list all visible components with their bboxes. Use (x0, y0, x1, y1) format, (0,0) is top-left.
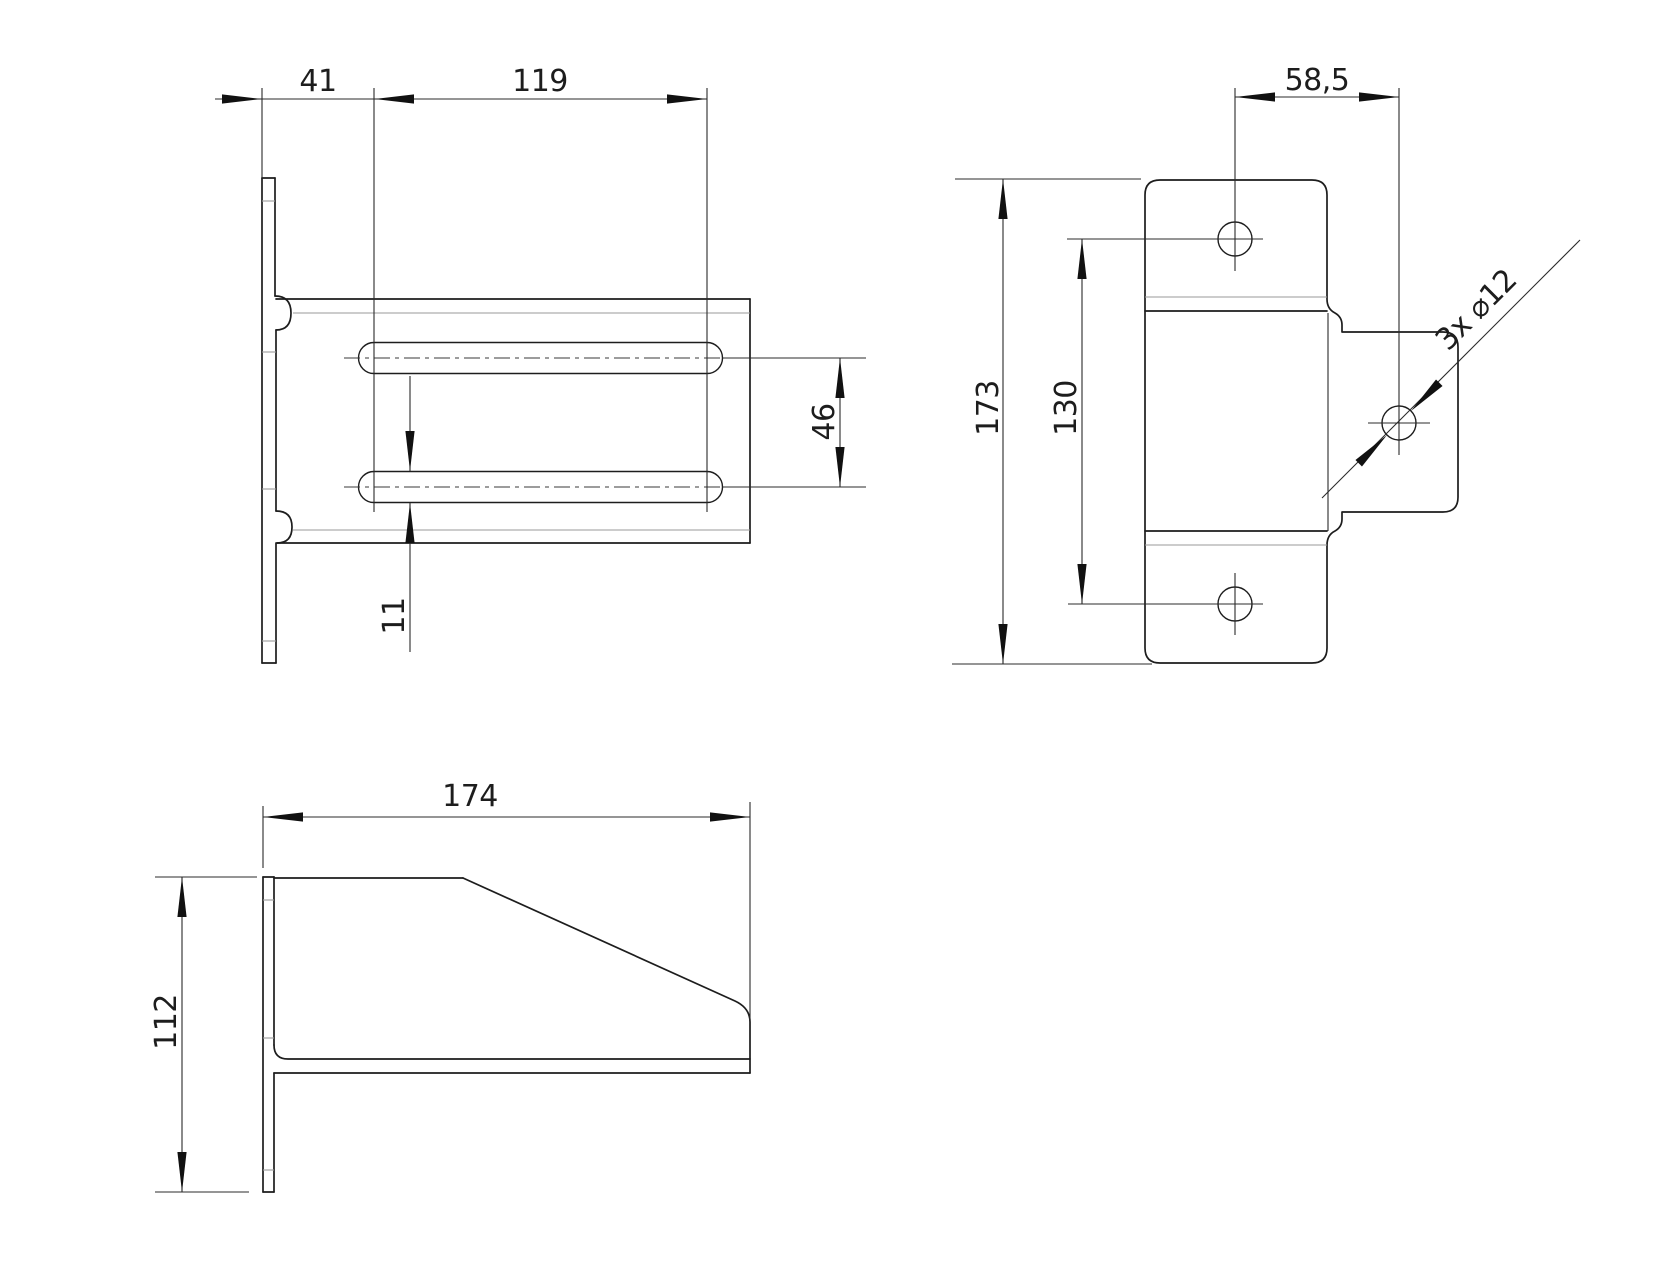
side-dim-130: 130 (1049, 239, 1087, 604)
plan-dim-174: 174 (262, 779, 751, 1020)
front-flange-outline (261, 177, 293, 664)
dim-arrow (710, 812, 750, 822)
dim-arrow (667, 94, 707, 104)
dim-arrow (1077, 564, 1087, 604)
front-dim-top: 41 119 (215, 64, 708, 512)
dim-label-174: 174 (442, 779, 498, 814)
front-slots (344, 341, 724, 504)
dim-label-112: 112 (149, 994, 184, 1050)
leader-arrow (1355, 435, 1387, 467)
plan-outline (262, 876, 751, 1193)
side-holes (1067, 88, 1430, 635)
side-hole-callout: 3x ⌀12 (1321, 239, 1581, 499)
dim-arrow (177, 877, 187, 917)
dim-label-11: 11 (377, 597, 412, 634)
dim-arrow (835, 358, 845, 398)
side-view: 58,5 173 130 3x ⌀12 (952, 63, 1581, 665)
dim-arrow (177, 1152, 187, 1192)
dim-arrow (1235, 92, 1275, 102)
side-dim-585: 58,5 (1235, 63, 1399, 102)
side-dim-173: 173 (952, 178, 1152, 665)
side-outline (1144, 179, 1459, 664)
leader-arrow (1411, 379, 1443, 411)
dim-arrow (405, 431, 415, 471)
dim-arrow (374, 94, 414, 104)
dim-arrow (1359, 92, 1399, 102)
front-view: 41 119 46 11 (215, 64, 866, 664)
dim-label-46: 46 (807, 403, 842, 440)
dim-label-119: 119 (512, 64, 568, 99)
dim-arrow (222, 94, 262, 104)
dim-label-585: 58,5 (1285, 63, 1350, 98)
front-body-plate (275, 298, 751, 544)
plan-view: 174 112 (149, 779, 751, 1193)
front-dim-46: 46 (723, 357, 866, 488)
dim-label-130: 130 (1049, 380, 1084, 436)
front-dim-11: 11 (377, 376, 415, 652)
plan-dim-112: 112 (149, 876, 257, 1193)
dim-arrow (998, 624, 1008, 664)
dim-label-173: 173 (971, 380, 1006, 436)
dim-arrow (835, 447, 845, 487)
dim-arrow (263, 812, 303, 822)
dim-label-41: 41 (299, 64, 336, 99)
dim-arrow (405, 503, 415, 543)
dim-arrow (998, 179, 1008, 219)
dim-arrow (1077, 239, 1087, 279)
